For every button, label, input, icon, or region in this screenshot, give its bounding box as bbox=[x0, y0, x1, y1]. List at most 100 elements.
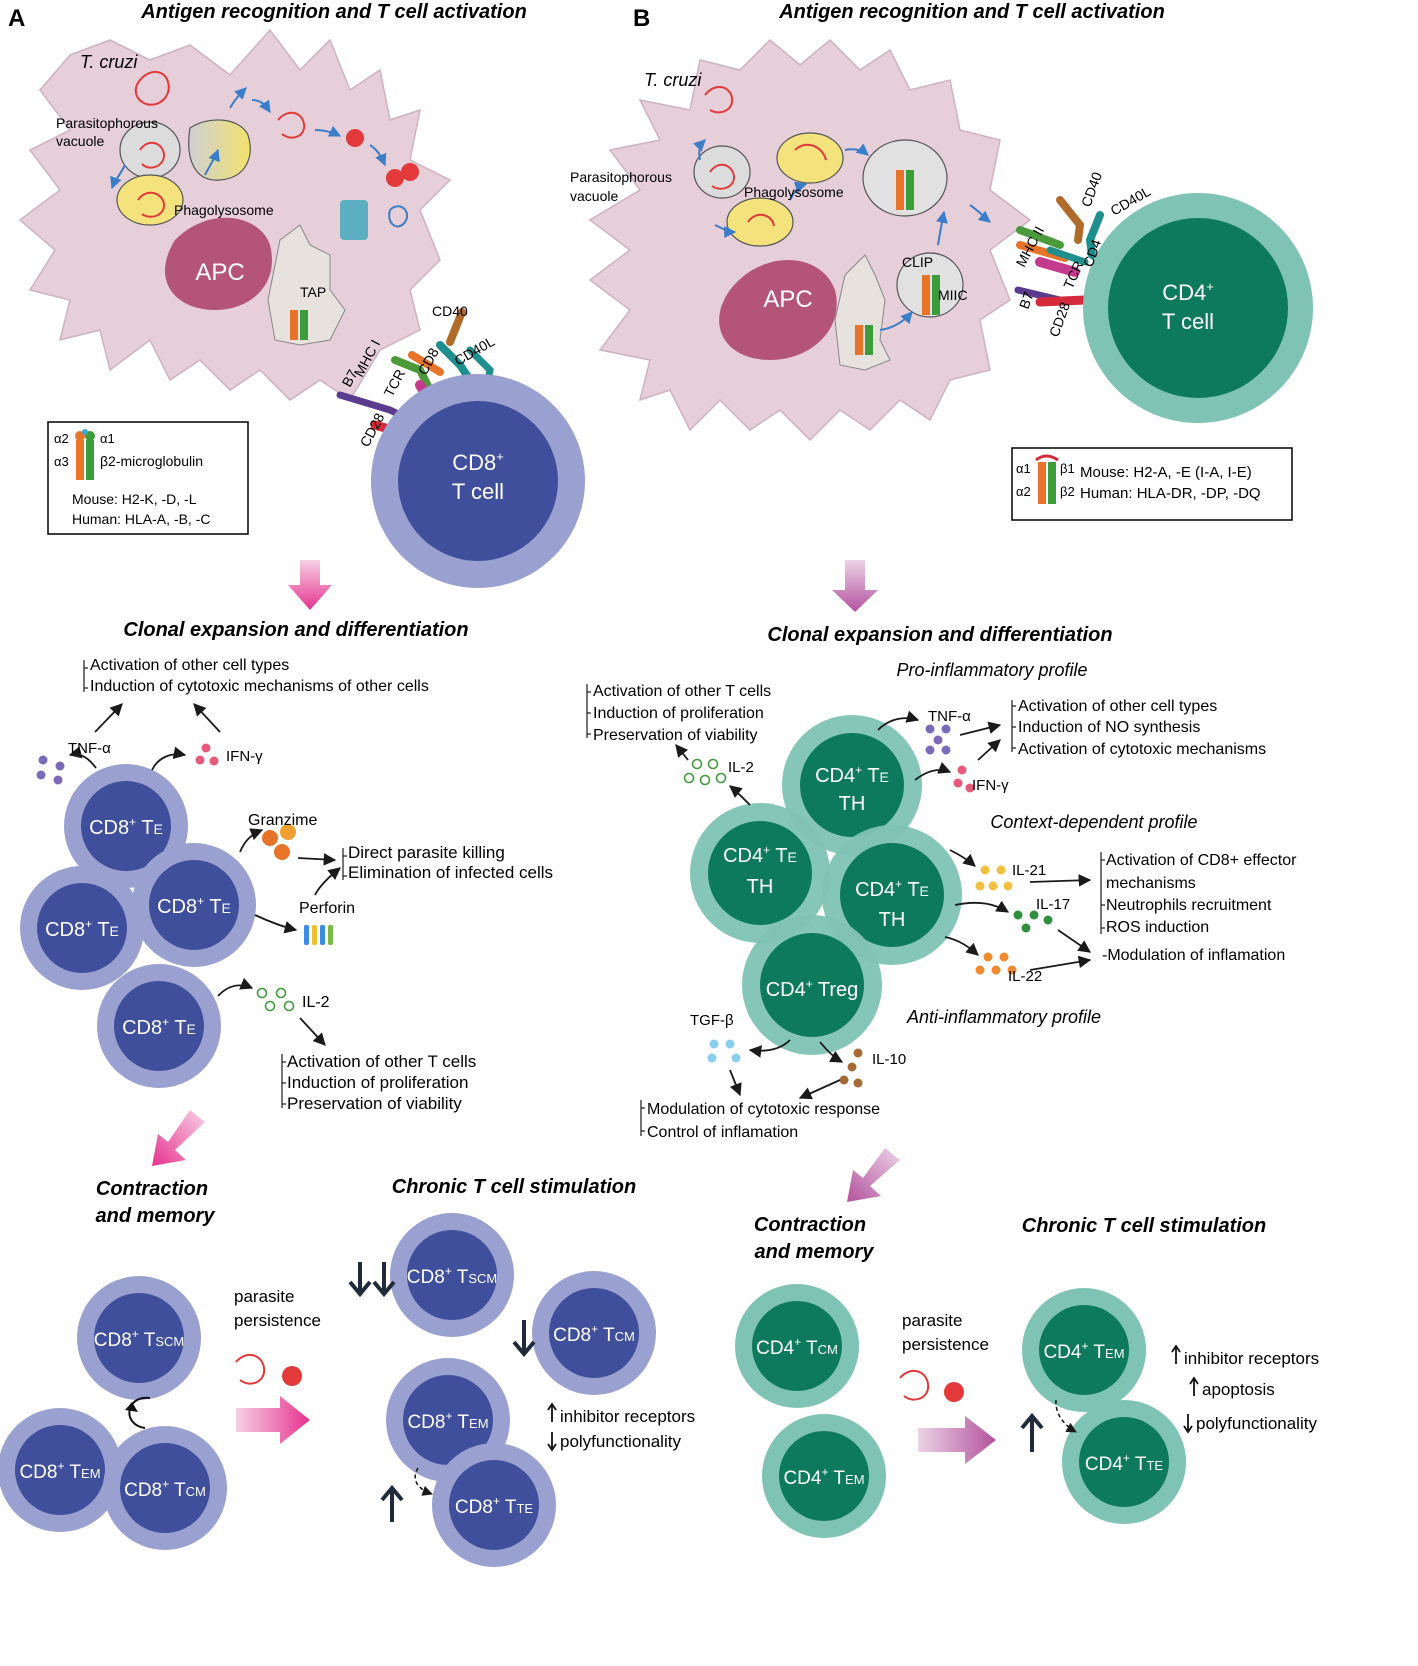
granzime-icon bbox=[262, 824, 296, 860]
il2-effect-b-2: Induction of proliferation bbox=[593, 705, 764, 722]
arrow-b-right bbox=[918, 1416, 996, 1464]
small-up-arrow-b-2 bbox=[1189, 1376, 1199, 1396]
legend-b-alpha2: α2 bbox=[1016, 484, 1031, 499]
il2-effect-a-1: Activation of other T cells bbox=[287, 1052, 476, 1071]
cd8-chronic-label-3: CD8+ TEM bbox=[407, 1409, 488, 1433]
mhc-ii-legend-icon bbox=[1035, 454, 1059, 504]
panel-a-letter: A bbox=[8, 5, 25, 32]
legend-b-beta2: β2 bbox=[1060, 484, 1075, 499]
legend-a-mouse: Mouse: H2-K, -D, -L bbox=[72, 491, 197, 507]
cd4-memory-cells bbox=[735, 1284, 886, 1538]
effect-a-top-1: Activation of other cell types bbox=[90, 657, 289, 674]
cd40-label-a: CD40 bbox=[432, 303, 468, 319]
il21-label: IL-21 bbox=[1012, 862, 1046, 879]
double-down-arrow-icon bbox=[348, 1262, 396, 1298]
cd8-chronic-label-4: CD8+ TTE bbox=[455, 1494, 534, 1518]
perforin-icon bbox=[304, 925, 333, 945]
small-down-arrow-a bbox=[547, 1432, 557, 1452]
pro-inflammatory-title: Pro-inflammatory profile bbox=[896, 660, 1087, 680]
granzime-label: Granzime bbox=[248, 812, 317, 829]
cd4-effector-th-2: TH bbox=[747, 876, 774, 898]
pathogen-label-a: T. cruzi bbox=[80, 52, 138, 72]
legend-box-b bbox=[1011, 447, 1293, 521]
ifn-dots-a bbox=[195, 743, 219, 766]
il2-effect-b-3: Preservation of viability bbox=[593, 727, 758, 744]
cd4-effector-th-1: TH bbox=[839, 793, 866, 815]
apc-label-b: APC bbox=[763, 286, 812, 313]
cd8-effector-label-1: CD8+ TE bbox=[89, 815, 163, 839]
pro-effect-2: Induction of NO synthesis bbox=[1018, 719, 1200, 736]
chronic-title-a: Chronic T cell stimulation bbox=[392, 1176, 636, 1198]
ifn-dots-b bbox=[953, 765, 975, 793]
cd8-tcell-line1: CD8+ bbox=[452, 449, 504, 475]
parasitophorous-label-b-2: vacuole bbox=[570, 188, 618, 204]
tcr-label-a: TCR bbox=[381, 366, 409, 399]
cd8-effector-label-3: CD8+ TE bbox=[157, 894, 231, 918]
cd8-tcell-line2: T cell bbox=[452, 479, 504, 504]
panel-b-letter: B bbox=[633, 5, 650, 32]
recycle-arrowhead bbox=[125, 1402, 138, 1412]
cd4-effector-cluster bbox=[690, 715, 962, 1055]
parasitophorous-label-b-1: Parasitophorous bbox=[570, 169, 672, 185]
il2-effect-a-2: Induction of proliferation bbox=[287, 1073, 468, 1092]
legend-a-alpha1: α1 bbox=[100, 431, 115, 446]
il22-label: IL-22 bbox=[1008, 968, 1042, 985]
chronic-effect-b-2: apoptosis bbox=[1202, 1380, 1275, 1399]
apc-cell-a bbox=[18, 28, 452, 402]
b7-label-b: B7 bbox=[1016, 289, 1037, 311]
cd4-tcell-line2: T cell bbox=[1162, 309, 1214, 334]
up-arrow-icon-b bbox=[1020, 1412, 1044, 1452]
small-up-arrow-a bbox=[547, 1402, 557, 1422]
small-up-arrow-b-1 bbox=[1171, 1344, 1181, 1364]
clonal-title-a: Clonal expansion and differentiation bbox=[123, 619, 468, 641]
il17-label: IL-17 bbox=[1036, 896, 1070, 913]
phagolysosome-label-b: Phagolysosome bbox=[744, 184, 844, 200]
ctx-effect-4: ROS induction bbox=[1106, 919, 1209, 936]
kill-effect-1: Direct parasite killing bbox=[348, 843, 505, 862]
chronic-title-b: Chronic T cell stimulation bbox=[1022, 1215, 1266, 1237]
cd8-t-cell-a bbox=[371, 374, 585, 588]
arrows-b-clonal bbox=[675, 710, 1092, 1100]
modulation-label: -Modulation of inflamation bbox=[1102, 947, 1285, 964]
cd8-effector-label-4: CD8+ TE bbox=[122, 1015, 196, 1039]
cd8-chronic-cells bbox=[386, 1213, 656, 1567]
il22-dots bbox=[975, 952, 1017, 975]
cd40-label-b: CD40 bbox=[1078, 170, 1105, 209]
ifn-label-b: IFN-γ bbox=[972, 777, 1009, 794]
cd4-memory-label-1: CD4+ TCM bbox=[756, 1335, 838, 1359]
context-dependent-title: Context-dependent profile bbox=[990, 812, 1197, 832]
cd8-memory-cells bbox=[0, 1276, 227, 1550]
cd8-effector-label-2: CD8+ TE bbox=[45, 917, 119, 941]
cd4-tcell-line1: CD4+ bbox=[1162, 279, 1214, 305]
persistence-b-1: parasite bbox=[902, 1311, 962, 1330]
legend-b-mouse: Mouse: H2-A, -E (I-A, I-E) bbox=[1080, 464, 1252, 481]
parasitophorous-label-a-1: Parasitophorous bbox=[56, 115, 158, 131]
arrow-b-diag bbox=[847, 1148, 900, 1202]
ctx-effect-3: Neutrophils recruitment bbox=[1106, 897, 1272, 914]
parasite-persistence-icon-a bbox=[235, 1353, 302, 1386]
il2-label-b: IL-2 bbox=[728, 759, 754, 776]
cd4-t-cell-b bbox=[1083, 193, 1313, 423]
il17-dots bbox=[1013, 910, 1053, 933]
tnf-dots-a bbox=[36, 755, 65, 785]
contraction-title-b-2: and memory bbox=[755, 1241, 875, 1263]
contraction-title-b-1: Contraction bbox=[754, 1214, 866, 1236]
tgfb-dots bbox=[707, 1039, 741, 1063]
parasitophorous-label-a-2: vacuole bbox=[56, 133, 104, 149]
chronic-effect-a-2: polyfunctionality bbox=[560, 1432, 681, 1451]
persistence-a-1: parasite bbox=[234, 1287, 294, 1306]
dashed-transition-a bbox=[414, 1467, 433, 1496]
cd4-effector-label-1: CD4+ TE bbox=[815, 763, 889, 787]
cd8-memory-label-1: CD8+ TSCM bbox=[94, 1327, 184, 1351]
b7-label-a: B7 bbox=[339, 367, 361, 390]
cd4-effector-label-3: CD4+ TE bbox=[855, 877, 929, 901]
miic-label: MIIC bbox=[938, 287, 968, 303]
legend-a-human: Human: HLA-A, -B, -C bbox=[72, 511, 210, 527]
phagolysosome-label-a: Phagolysosome bbox=[174, 202, 274, 218]
arrow-a-diag bbox=[152, 1110, 205, 1166]
anti-inflammatory-title: Anti-inflammatory profile bbox=[906, 1007, 1101, 1027]
il10-label: IL-10 bbox=[872, 1051, 906, 1068]
up-arrow-icon-a bbox=[380, 1484, 404, 1522]
cd4-chronic-cells bbox=[1022, 1288, 1186, 1524]
ctx-effect-1: Activation of CD8+ effector bbox=[1106, 852, 1297, 869]
